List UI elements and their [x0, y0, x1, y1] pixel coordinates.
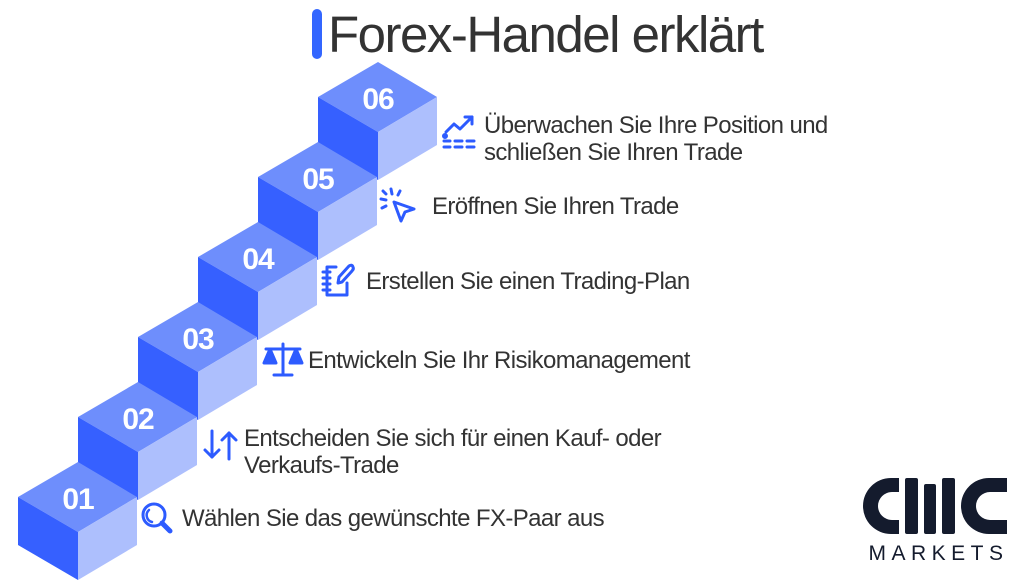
- cube-top-face: [258, 142, 377, 212]
- page-title: Forex-Handel erklärt: [312, 4, 764, 64]
- cube-right-face: [138, 417, 197, 500]
- cube-top-face: [78, 382, 197, 452]
- step-cube-01: [18, 462, 137, 580]
- cube-right-face: [198, 337, 257, 420]
- cube-right-face: [378, 97, 437, 180]
- logo-subtitle: MARKETS: [868, 542, 1009, 565]
- step-01-text: Wählen Sie das gewünschte FX-Paar aus: [182, 504, 605, 532]
- cube-left-face: [318, 97, 378, 180]
- cube-right-face: [318, 177, 377, 260]
- cube-left-face: [138, 337, 198, 420]
- cube-left-face: [18, 497, 78, 580]
- step-01: Wählen Sie das gewünschte FX-Paar aus: [138, 498, 605, 538]
- cube-right-face: [78, 497, 137, 580]
- cube-left-face: [78, 417, 138, 500]
- title-accent-bar: [312, 9, 322, 59]
- trend-chart-icon: [440, 112, 480, 152]
- step-06-text: Überwachen Sie Ihre Position und schließ…: [484, 112, 828, 166]
- step-number-05: 05: [302, 163, 334, 196]
- step-number-01: 01: [62, 483, 94, 516]
- cube-left-face: [258, 177, 318, 260]
- cube-top-face: [138, 302, 257, 372]
- step-cube-06: [318, 62, 437, 180]
- step-03-text: Entwickeln Sie Ihr Risikomanagement: [308, 346, 690, 374]
- step-number-03: 03: [182, 323, 214, 356]
- cmc-logo-mark: [861, 476, 1011, 536]
- step-06: Überwachen Sie Ihre Position und schließ…: [440, 112, 828, 166]
- step-cube-02: [78, 382, 197, 500]
- cube-left-face: [198, 257, 258, 340]
- step-02-text: Entscheiden Sie sich für einen Kauf- ode…: [244, 425, 662, 479]
- cube-right-face: [258, 257, 317, 340]
- step-cube-05: [258, 142, 377, 260]
- magnifier-icon: [138, 498, 178, 538]
- step-05-text: Eröffnen Sie Ihren Trade: [432, 192, 679, 220]
- cube-top-face: [18, 462, 137, 532]
- up-down-arrows-icon: [200, 425, 240, 465]
- notebook-pen-icon: [318, 261, 358, 301]
- title-text: Forex-Handel erklärt: [328, 5, 764, 63]
- step-04-text: Erstellen Sie einen Trading-Plan: [366, 267, 690, 295]
- balance-scale-icon: [260, 340, 306, 380]
- step-05: Eröffnen Sie Ihren Trade: [378, 186, 679, 226]
- step-cube-04: [198, 222, 317, 340]
- cmc-markets-logo: MARKETS: [858, 476, 1014, 566]
- step-cube-03: [138, 302, 257, 420]
- step-02: Entscheiden Sie sich für einen Kauf- ode…: [200, 425, 662, 479]
- cursor-click-icon: [378, 186, 418, 226]
- step-number-06: 06: [362, 83, 394, 116]
- step-number-04: 04: [242, 243, 274, 276]
- step-04: Erstellen Sie einen Trading-Plan: [318, 261, 690, 301]
- cube-top-face: [318, 62, 437, 132]
- step-03: Entwickeln Sie Ihr Risikomanagement: [260, 340, 690, 380]
- cube-top-face: [198, 222, 317, 292]
- step-number-02: 02: [122, 403, 154, 436]
